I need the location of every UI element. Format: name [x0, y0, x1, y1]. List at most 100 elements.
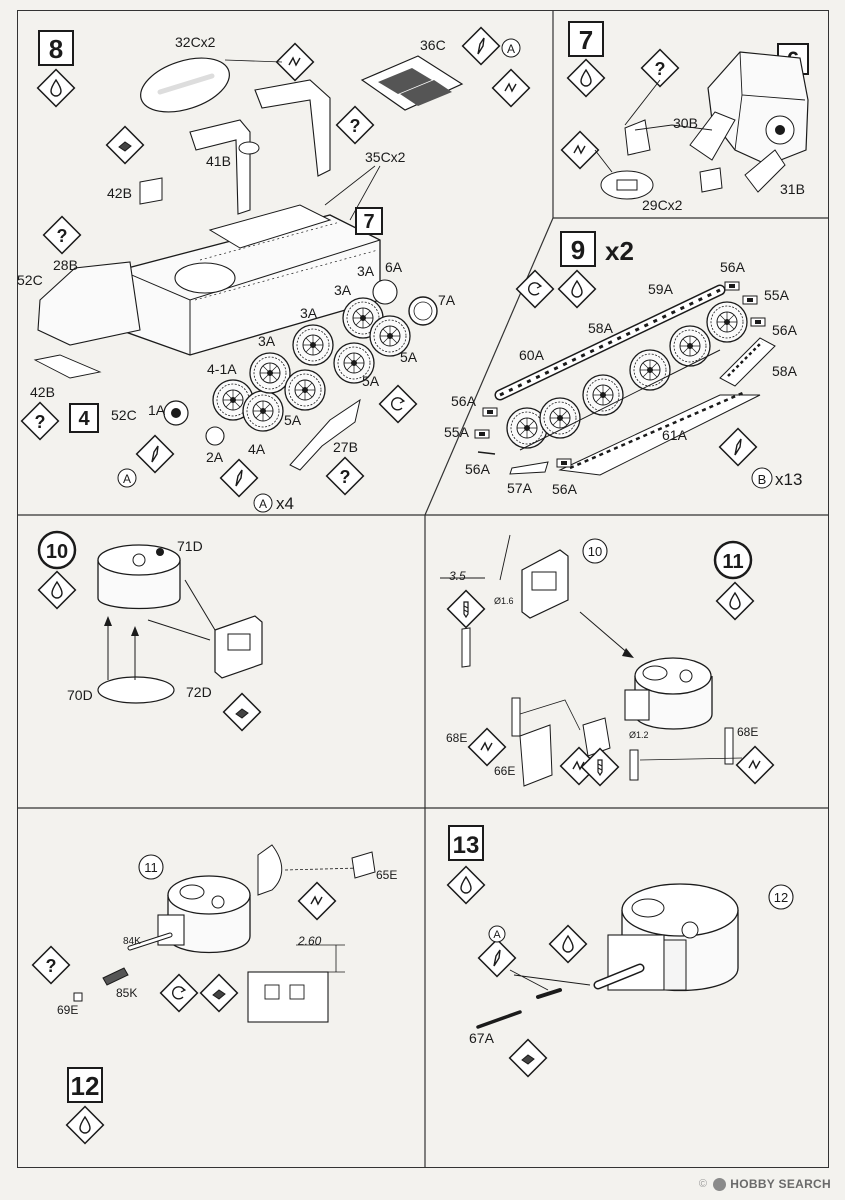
dimension-2-60: 2.60 — [297, 934, 322, 948]
unknown-mark: ? — [340, 467, 351, 487]
label-72D: 72D — [186, 684, 212, 700]
glue-drop-icon — [65, 1105, 105, 1145]
watermark: © — [698, 1178, 708, 1190]
knife-icon — [461, 26, 501, 66]
label-1A: 1A — [148, 402, 166, 418]
track-link-56A — [750, 317, 766, 327]
label-3A-a: 3A — [258, 333, 276, 349]
road-wheel-3A — [292, 324, 334, 366]
step-9-multiplier: x2 — [605, 236, 634, 266]
step-13-box — [448, 825, 484, 861]
step-8-box — [38, 30, 74, 66]
unknown-mark: ? — [655, 59, 666, 79]
label-27B: 27B — [333, 439, 358, 455]
part-7A-drawing — [408, 296, 438, 326]
label-56A-1: 56A — [720, 259, 746, 275]
track-link-56A — [482, 407, 498, 417]
label-3A-b: 3A — [300, 305, 318, 321]
road-wheel-5A — [284, 369, 326, 411]
cut-part-icon — [297, 881, 337, 921]
mark-B: B — [758, 472, 767, 487]
step-7-number: 7 — [579, 25, 593, 55]
drill-icon — [580, 747, 620, 787]
label-61A: 61A — [662, 427, 688, 443]
part-27B-drawing — [289, 398, 361, 471]
glue-drop-icon — [548, 924, 588, 964]
rotate-part-icon — [378, 384, 418, 424]
label-60A: 60A — [519, 347, 545, 363]
part-70D-drawing — [97, 676, 175, 704]
label-3A-d: 3A — [357, 263, 375, 279]
label-41B: 41B — [206, 153, 231, 169]
panel-step-9: 9 x2 56A 55A 56A 59A 58A 58A 60 — [444, 231, 802, 497]
label-29Cx2: 29Cx2 — [642, 197, 683, 213]
label-35Cx2: 35Cx2 — [365, 149, 406, 165]
part-2A-drawing — [205, 426, 225, 446]
label-85K: 85K — [116, 986, 137, 1000]
diameter-1-2: Ø1.2 — [629, 730, 649, 740]
drill-icon — [446, 589, 486, 629]
label-58A-1: 58A — [588, 320, 614, 336]
diameter-1-6: Ø1.6 — [494, 596, 514, 606]
label-56A-2: 56A — [772, 322, 798, 338]
label-x4: x4 — [276, 494, 294, 513]
step-8-number: 8 — [49, 34, 63, 64]
label-59A: 59A — [648, 281, 674, 297]
glue-drop-icon — [446, 865, 486, 905]
road-wheel — [669, 325, 711, 367]
label-66E: 66E — [494, 764, 515, 778]
cut-part-icon — [491, 68, 531, 108]
step-10-badge — [37, 530, 77, 570]
step-9-number: 9 — [571, 235, 585, 265]
unknown-mark: ? — [35, 412, 46, 432]
glue-drop-icon — [37, 570, 77, 610]
step-7-ref-box — [355, 207, 383, 235]
mark-A: A — [259, 497, 267, 511]
step-11-number: 11 — [722, 551, 743, 573]
track-link-56A — [724, 281, 740, 291]
rotate-part-icon — [515, 269, 555, 309]
label-55A-2: 55A — [444, 424, 470, 440]
panel-step-8: 8 32Cx2 36C A ? 41B 35Cx2 7 — [17, 26, 531, 513]
step-12-number: 12 — [71, 1071, 100, 1101]
label-65E: 65E — [376, 868, 397, 882]
brand-name: HOBBY SEARCH — [730, 1177, 831, 1191]
label-28B: 28B — [53, 257, 78, 273]
sanding-icon — [222, 692, 262, 732]
label-7A: 7A — [438, 292, 456, 308]
label-68E-right: 68E — [737, 725, 758, 739]
panel-step-11: 11 10 3.5 Ø1.6 68E 66E Ø1.2 68E — [440, 534, 775, 787]
label-5A-a: 5A — [284, 412, 302, 428]
track-link-55A — [474, 429, 490, 439]
label-58A-2: 58A — [772, 363, 798, 379]
rotate-part-icon — [159, 973, 199, 1013]
cut-part-icon — [735, 745, 775, 785]
cut-part-icon — [560, 130, 600, 170]
label-52C-bot: 52C — [111, 407, 137, 423]
panel-dividers — [17, 11, 829, 1168]
label-5A-b: 5A — [362, 373, 380, 389]
label-42B-bot: 42B — [30, 384, 55, 400]
unknown-mark: ? — [57, 226, 68, 246]
step-7-ref-number: 7 — [363, 211, 374, 233]
label-4-1A: 4-1A — [207, 361, 237, 377]
callout-12: 12 — [774, 890, 788, 905]
cut-part-icon — [467, 727, 507, 767]
road-wheel-4A-outer — [242, 390, 284, 432]
step-4-ref-box — [69, 403, 99, 433]
label-84K: 84K — [123, 936, 141, 947]
panel-step-13: 13 12 67A A — [446, 825, 794, 1078]
label-2A: 2A — [206, 449, 224, 465]
part-66E-drawing — [519, 724, 553, 787]
panel-step-12: 12 11 84K 85K ? 69E 65E 2.60 — [31, 844, 397, 1145]
label-56A-5: 56A — [552, 481, 578, 497]
label-56A-4: 56A — [465, 461, 491, 477]
label-52C-top: 52C — [17, 272, 43, 288]
label-4A: 4A — [248, 441, 266, 457]
label-42B-top: 42B — [107, 185, 132, 201]
step-11-badge — [713, 540, 753, 580]
label-69E: 69E — [57, 1003, 78, 1017]
callout-10: 10 — [588, 544, 602, 559]
label-5A-c: 5A — [400, 349, 418, 365]
